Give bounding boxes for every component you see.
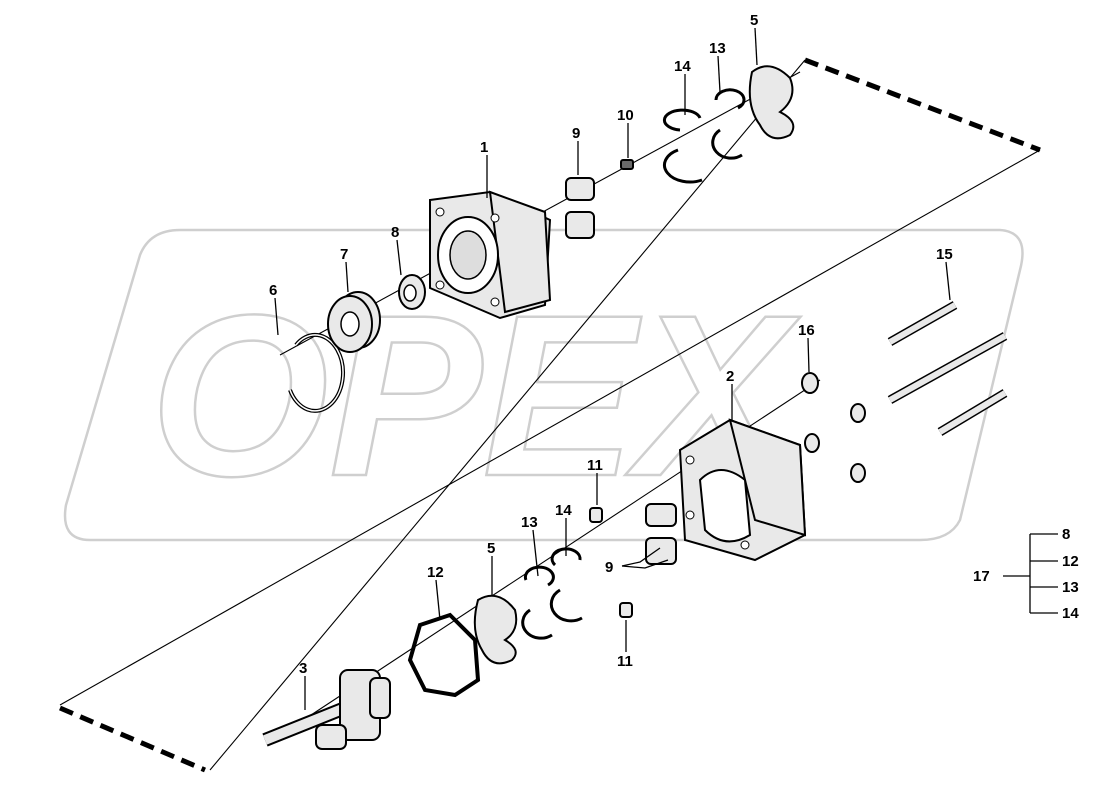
callout-3: 3 bbox=[299, 660, 307, 677]
pump-body-part-2 bbox=[678, 418, 820, 562]
dowel-upper-part-11 bbox=[589, 507, 603, 523]
callout-16: 16 bbox=[798, 322, 815, 339]
callout-13a: 13 bbox=[709, 40, 726, 57]
kit-label-17: 17 bbox=[973, 568, 990, 585]
callout-11b: 11 bbox=[617, 653, 633, 670]
callout-2: 2 bbox=[726, 368, 734, 385]
backup-ring-upper-part-13 bbox=[711, 88, 746, 160]
wear-plate-lower-part-5 bbox=[473, 594, 518, 665]
bushing-upper-part-9 bbox=[565, 177, 595, 239]
leader-lines bbox=[274, 27, 951, 710]
callout-14a: 14 bbox=[674, 58, 691, 75]
callouts: 1 2 3 5 5 6 7 8 9 9 10 11 11 12 13 13 14… bbox=[269, 12, 953, 677]
washers-part-16 bbox=[801, 372, 866, 483]
callout-5b: 5 bbox=[487, 540, 495, 557]
wear-plate-upper-part-5 bbox=[748, 65, 795, 140]
callout-7: 7 bbox=[340, 246, 348, 263]
assembly-outline bbox=[59, 57, 1041, 773]
kit-item-13: 13 bbox=[1062, 579, 1079, 596]
callout-5a: 5 bbox=[750, 12, 758, 29]
gasket-part-12 bbox=[407, 612, 481, 698]
callout-13b: 13 bbox=[521, 514, 538, 531]
seal-ring-lower-part-14 bbox=[549, 547, 583, 623]
bearing-part-7 bbox=[327, 291, 381, 353]
callout-8: 8 bbox=[391, 224, 399, 241]
kit-item-12: 12 bbox=[1062, 553, 1079, 570]
callout-6: 6 bbox=[269, 282, 277, 299]
kit-bracket: 17 8 12 13 14 bbox=[973, 526, 1079, 622]
backup-ring-lower-part-13 bbox=[521, 565, 555, 640]
kit-item-14: 14 bbox=[1062, 605, 1079, 622]
dowel-lower-part-11 bbox=[619, 602, 633, 618]
kit-item-8: 8 bbox=[1062, 526, 1070, 543]
bolts-part-15 bbox=[887, 301, 1008, 436]
callout-1: 1 bbox=[480, 139, 488, 156]
seal-ring-upper-part-14 bbox=[662, 108, 703, 184]
callout-14b: 14 bbox=[555, 502, 572, 519]
seal-part-8 bbox=[398, 274, 426, 310]
circlip-part-6 bbox=[288, 332, 345, 413]
callout-10: 10 bbox=[617, 107, 634, 124]
callout-11a: 11 bbox=[587, 457, 603, 474]
drive-gear-shaft-part-3 bbox=[262, 669, 391, 750]
callout-9b: 9 bbox=[605, 559, 613, 576]
front-cover-part-1 bbox=[429, 190, 552, 320]
bushing-lower-part-9 bbox=[645, 503, 677, 565]
callout-9a: 9 bbox=[572, 125, 580, 142]
pin-part-10 bbox=[620, 159, 634, 170]
callout-12: 12 bbox=[427, 564, 444, 581]
callout-15: 15 bbox=[936, 246, 953, 263]
